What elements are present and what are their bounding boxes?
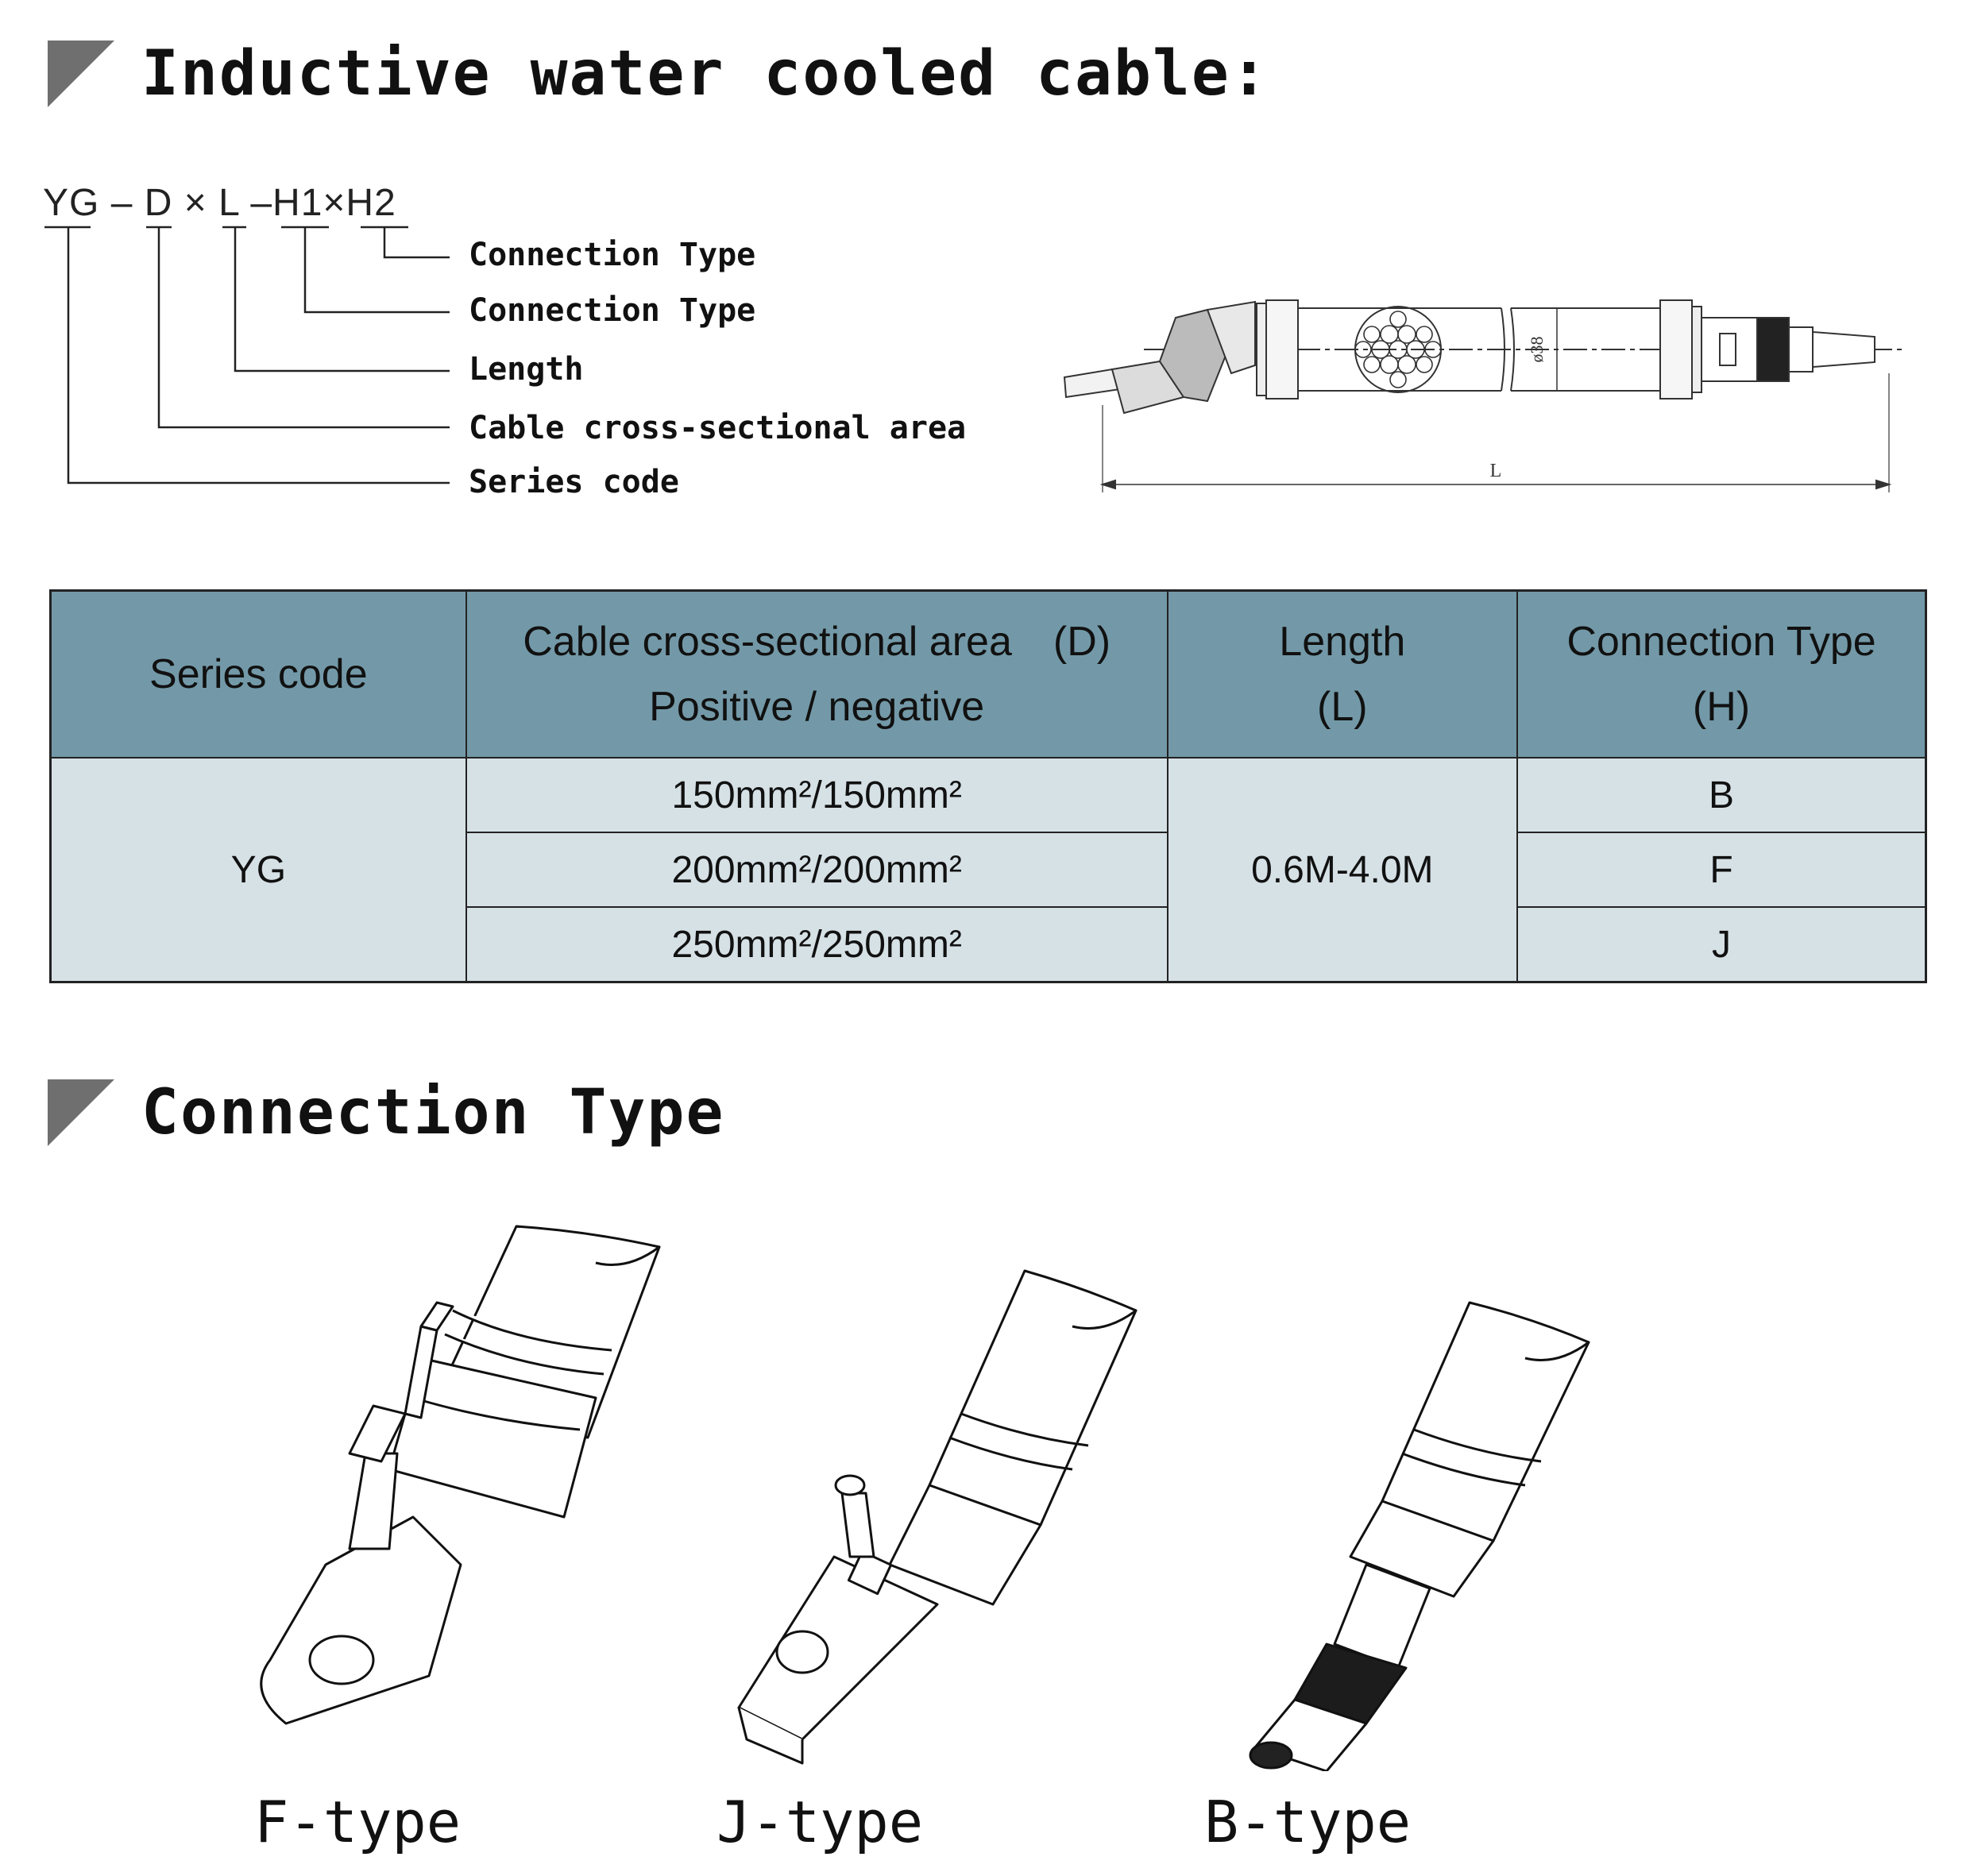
legend-connection-type-h1: Connection Type bbox=[469, 292, 756, 329]
model-code-leader-lines bbox=[44, 226, 450, 484]
table-header-row: Series code Cable cross-sectional area (… bbox=[49, 589, 1927, 759]
cell-series: YG bbox=[49, 757, 467, 983]
b-type-connector-illustration bbox=[1249, 1301, 1590, 1771]
cell-connection-type: F bbox=[1516, 832, 1927, 908]
model-code-formula: YG – D × L –H1×H2 bbox=[43, 182, 396, 224]
section-heading-cable: Inductive water cooled cable: bbox=[48, 38, 1269, 110]
section-heading-connection-type: Connection Type bbox=[48, 1077, 724, 1148]
j-type-connector-illustration bbox=[737, 1269, 1138, 1765]
table-row: YG 150mm²/150mm² 0.6M-4.0M B bbox=[49, 757, 1927, 983]
spec-table: Series code Cable cross-sectional area (… bbox=[49, 589, 1927, 983]
header-cross-section: Cable cross-sectional area (D) Positive … bbox=[465, 589, 1168, 759]
heading-marker-icon bbox=[48, 41, 114, 107]
legend-length: Length bbox=[469, 351, 584, 388]
header-connection-type: Connection Type (H) bbox=[1516, 589, 1927, 759]
f-type-connector-illustration bbox=[260, 1225, 661, 1725]
header-series-code: Series code bbox=[49, 589, 467, 759]
cell-area: 250mm²/250mm² bbox=[465, 906, 1168, 983]
page-title: Inductive water cooled cable: bbox=[141, 38, 1269, 110]
cable-technical-drawing: ø38 L bbox=[1063, 299, 1906, 492]
cell-connection-type: J bbox=[1516, 906, 1927, 983]
header-length: Length (L) bbox=[1166, 589, 1519, 759]
cell-length: 0.6M-4.0M bbox=[1166, 757, 1519, 983]
b-type-label: B-type bbox=[1204, 1789, 1412, 1855]
heading-marker-icon bbox=[48, 1079, 114, 1146]
table-row: 250mm²/250mm² J bbox=[51, 906, 1927, 983]
legend-connection-type-h2: Connection Type bbox=[469, 237, 756, 273]
cell-connection-type: B bbox=[1516, 757, 1927, 833]
legend-cross-section: Cable cross-sectional area bbox=[469, 410, 967, 446]
j-type-label: J-type bbox=[717, 1789, 924, 1855]
length-dimension: L bbox=[1490, 461, 1502, 481]
section-title: Connection Type bbox=[141, 1077, 725, 1148]
diameter-dimension: ø38 bbox=[1527, 337, 1547, 363]
f-type-label: F-type bbox=[254, 1789, 462, 1855]
cell-area: 200mm²/200mm² bbox=[465, 832, 1168, 908]
cell-area: 150mm²/150mm² bbox=[465, 757, 1168, 833]
table-row: 200mm²/200mm² F bbox=[51, 832, 1927, 908]
legend-series-code: Series code bbox=[469, 464, 679, 500]
